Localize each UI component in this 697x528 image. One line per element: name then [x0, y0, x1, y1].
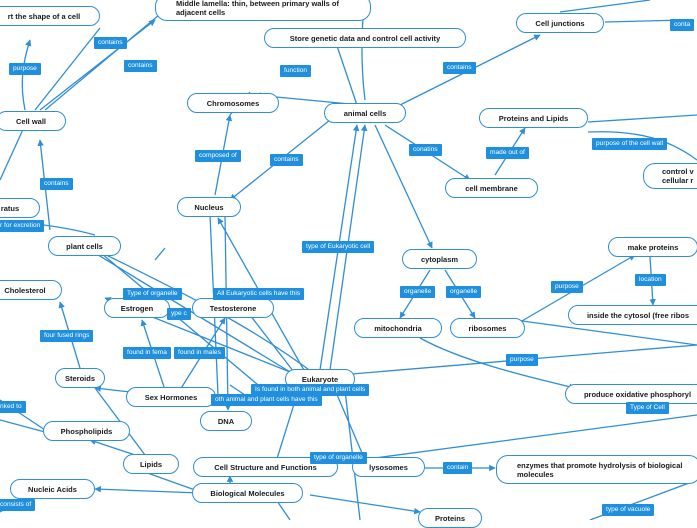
label-found-in-both: Is found in both animal and plant cells	[251, 384, 370, 396]
node-steroids[interactable]: Steroids	[55, 368, 105, 388]
label-found-in-females: found in fema	[123, 347, 171, 359]
label-type-of-organelle: Type of organelle	[123, 288, 182, 300]
node-nucleus[interactable]: Nucleus	[177, 197, 241, 217]
node-inside-cytosol[interactable]: inside the cytosol (free ribos	[568, 305, 697, 325]
label-contains: contains	[124, 60, 157, 72]
node-cell-wall[interactable]: Cell wall	[0, 111, 66, 131]
label-composed-of: composed of	[195, 150, 241, 162]
label-purpose: purpose	[506, 354, 538, 366]
node-shape[interactable]: rt the shape of a cell	[0, 6, 100, 26]
node-oxidative-phosphorylation[interactable]: produce oxidative phosphoryl	[565, 384, 697, 404]
node-apparatus[interactable]: ratus	[0, 198, 40, 218]
node-enzymes[interactable]: enzymes that promote hydrolysis of biolo…	[496, 455, 697, 484]
label-linked-to: nked to	[0, 401, 26, 413]
node-ribosomes[interactable]: ribosomes	[450, 318, 525, 338]
label-contains: contains	[40, 178, 73, 190]
node-proteins-and-lipids[interactable]: Proteins and Lipids	[479, 108, 588, 128]
label-purpose: purpose	[551, 281, 583, 293]
label-found-in-males: found in males	[174, 347, 225, 359]
node-mitochondria[interactable]: mitochondria	[354, 318, 442, 338]
label-contains: conta	[670, 19, 695, 31]
label-conatins: conatins	[409, 144, 442, 156]
node-cytoplasm[interactable]: cytoplasm	[402, 249, 477, 269]
label-all-eukaryotic-cells-have-this: All Eukaryotic cells have this	[213, 288, 305, 300]
node-plant-cells[interactable]: plant cells	[48, 236, 121, 256]
node-proteins[interactable]: Proteins	[418, 508, 482, 528]
label-organelle: organelle	[400, 286, 436, 298]
node-phospholipids[interactable]: Phospholipids	[43, 421, 130, 441]
label-organelle: organelle	[446, 286, 482, 298]
node-estrogen[interactable]: Estrogen	[104, 298, 170, 318]
label-consists-of: consists of	[0, 499, 36, 511]
node-nucleic-acids[interactable]: Nucleic Acids	[10, 479, 95, 499]
node-dna[interactable]: DNA	[200, 411, 252, 431]
node-cell-membrane[interactable]: cell membrane	[445, 178, 538, 198]
label-made-out-of: made out of	[486, 147, 529, 159]
label-contains: contains	[94, 37, 127, 49]
label-location: location	[635, 274, 666, 286]
node-control-cellular[interactable]: control v cellular r	[643, 163, 697, 189]
node-biological-molecules[interactable]: Biological Molecules	[192, 483, 303, 503]
node-cholesterol[interactable]: Cholesterol	[0, 280, 62, 300]
label-contains: contains	[270, 154, 303, 166]
node-cell-structure-functions[interactable]: Cell Structure and Functions	[193, 457, 338, 477]
label-for-excretion: r for excretion	[0, 220, 45, 232]
label-type-of-eukaryotic-cell: type of Eukaryotic cell	[302, 241, 375, 253]
label-four-fused-rings: four fused rings	[40, 330, 94, 342]
label-type-of-organelle: type of organelle	[310, 452, 367, 464]
label-function: function	[280, 65, 312, 77]
node-chromosomes[interactable]: Chromosomes	[187, 93, 279, 113]
label-type-of-fragment: ype c	[167, 308, 191, 320]
node-testosterone[interactable]: Testosterone	[192, 298, 274, 318]
node-make-proteins[interactable]: make proteins	[608, 237, 697, 257]
node-animal-cells[interactable]: animal cells	[324, 103, 406, 123]
node-lysosomes[interactable]: lysosomes	[352, 457, 425, 477]
label-contain: contain	[443, 462, 473, 474]
node-lipids[interactable]: Lipids	[123, 454, 179, 474]
label-both-have-this: oth animal and plant cells have this	[211, 394, 322, 406]
node-middle-lamella[interactable]: Middle lamella: thin, between primary wa…	[155, 0, 371, 21]
label-purpose-of-cell-wall: purpose of the cell wall	[592, 138, 668, 150]
node-cell-junctions[interactable]: Cell junctions	[516, 13, 604, 33]
label-purpose: purpose	[9, 63, 41, 75]
label-type-of-cell: Type of Cell	[626, 402, 669, 414]
node-store-genetic-data[interactable]: Store genetic data and control cell acti…	[264, 28, 466, 48]
label-type-of-vacuole: type of vacuole	[602, 504, 655, 516]
node-sex-hormones[interactable]: Sex Hormones	[126, 387, 216, 407]
label-contains: contains	[443, 62, 476, 74]
